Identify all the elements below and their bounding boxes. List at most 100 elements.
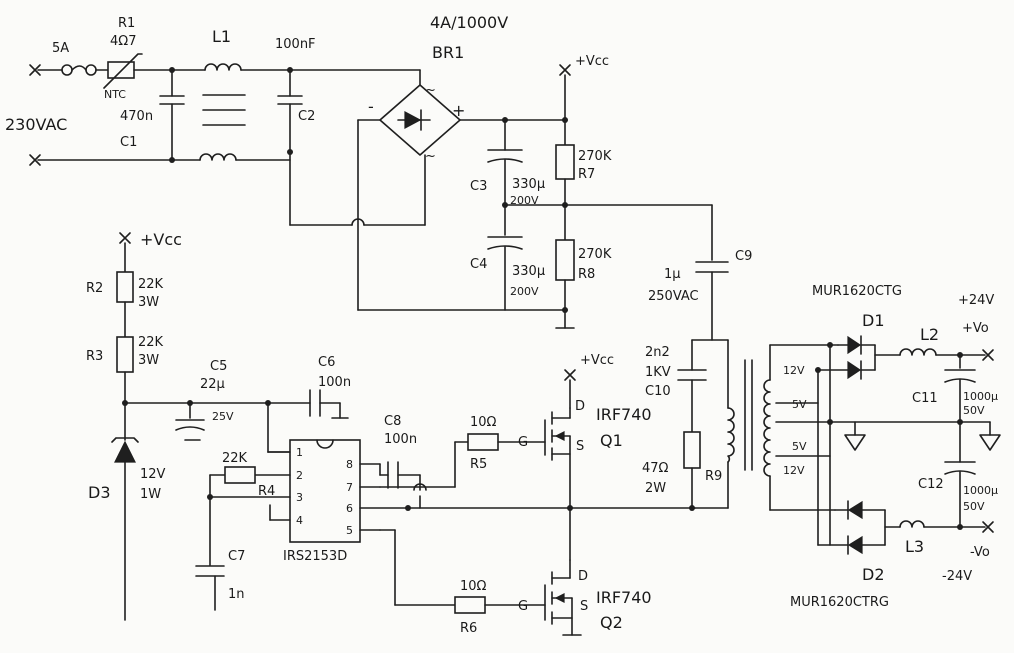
c6-value: 100n <box>318 375 351 390</box>
capacitor-c2 <box>277 95 303 105</box>
c3-voltage: 200V <box>510 194 539 207</box>
c10-voltage: 1KV <box>645 365 671 380</box>
br-ac-bottom-label: ~ <box>425 149 436 164</box>
c11-label: C11 <box>912 391 938 406</box>
br1-rating-label: 4A/1000V <box>430 13 508 32</box>
capacitor-c4 <box>487 236 523 250</box>
r4-value: 22K <box>222 451 248 466</box>
r3-power: 3W <box>138 353 159 368</box>
resistor-r5 <box>467 433 499 451</box>
capacitor-c6 <box>309 389 321 417</box>
vo-neg-label: -Vo <box>970 545 990 560</box>
r6-value: 10Ω <box>460 579 487 594</box>
aux-supply-section <box>111 232 349 621</box>
resistor-r7 <box>555 144 575 180</box>
terminal-n <box>29 154 41 166</box>
br1-label: BR1 <box>432 43 464 62</box>
tx-12v-top: 12V <box>783 364 805 377</box>
c11-voltage: 50V <box>963 404 985 417</box>
vcc-q1-label: +Vcc <box>580 353 614 368</box>
inductor-l2 <box>899 348 937 356</box>
l1-core <box>202 94 246 126</box>
q1-drain-label: D <box>575 399 585 414</box>
ic-pin-7: 7 <box>346 481 353 494</box>
r3-label: R3 <box>86 349 103 364</box>
r3-value: 22K <box>138 335 164 350</box>
q2-part: IRF740 <box>596 588 652 607</box>
l1-label: L1 <box>212 27 231 46</box>
r4-label: R4 <box>258 484 275 499</box>
capacitor-c1 <box>159 95 185 105</box>
ic-pin-4: 4 <box>296 514 303 527</box>
l1-coil-bottom <box>199 153 237 161</box>
br-ac-top-label: ~ <box>425 83 436 98</box>
capacitor-c5 <box>175 419 205 431</box>
c7-label: C7 <box>228 549 245 564</box>
transformer <box>727 342 961 546</box>
l2-label: L2 <box>920 325 939 344</box>
c5-label: C5 <box>210 359 227 374</box>
c12-label: C12 <box>918 477 944 492</box>
vcc-terminal-left <box>119 232 131 244</box>
r2-power: 3W <box>138 295 159 310</box>
r7-label: R7 <box>578 167 595 182</box>
c9-value: 1µ <box>664 267 681 282</box>
d3-label: D3 <box>88 483 111 502</box>
terminal-l <box>29 64 41 76</box>
capacitor-c11 <box>944 369 976 383</box>
ntc-arrow <box>103 53 143 89</box>
c2-label: C2 <box>298 109 315 124</box>
resistor-r6 <box>454 596 486 614</box>
resistor-r2 <box>116 271 134 303</box>
c12-value: 1000µ <box>963 484 998 497</box>
c4-label: C4 <box>470 257 487 272</box>
c1-label: C1 <box>120 135 137 150</box>
vcc-terminal-top <box>559 64 571 76</box>
q2-label: Q2 <box>600 613 623 632</box>
capacitor-c8 <box>387 461 399 489</box>
d2-part: MUR1620CTRG <box>790 595 889 610</box>
ic-pin-2: 2 <box>296 469 303 482</box>
c12-voltage: 50V <box>963 500 985 513</box>
resistor-r9 <box>683 431 701 469</box>
q2-gate-label: G <box>518 599 528 614</box>
d3-power: 1W <box>140 487 161 502</box>
fuse-rating-label: 5A <box>52 41 69 56</box>
resistor-r3 <box>116 336 134 373</box>
snubber-section <box>677 339 729 511</box>
r9-power: 2W <box>645 481 666 496</box>
capacitor-c3 <box>487 149 523 163</box>
vcc-top-label: +Vcc <box>575 54 609 69</box>
d3-value: 12V <box>140 467 166 482</box>
terminal-vo-pos <box>982 349 994 361</box>
r9-label: R9 <box>705 469 722 484</box>
c5-value: 22µ <box>200 377 225 392</box>
br-plus-label: + <box>452 101 465 120</box>
q1-part: IRF740 <box>596 405 652 424</box>
ntc-label: NTC <box>104 88 126 101</box>
c4-value: 330µ <box>512 264 545 279</box>
c1-value: 470n <box>120 109 153 124</box>
tx-primary <box>727 407 735 463</box>
capacitor-c12 <box>944 461 976 475</box>
c3-label: C3 <box>470 179 487 194</box>
bridge-diode-symbol <box>397 109 431 131</box>
ground-output <box>979 434 1001 451</box>
capacitor-c10 <box>677 369 707 381</box>
r2-label: R2 <box>86 281 103 296</box>
ic-pin-5: 5 <box>346 524 353 537</box>
ic-pin-6: 6 <box>346 502 353 515</box>
q1-source-label: S <box>576 439 584 454</box>
c11-value: 1000µ <box>963 390 998 403</box>
capacitor-c9 <box>695 261 729 273</box>
mosfet-q2 <box>544 559 582 636</box>
c9-label: C9 <box>735 249 752 264</box>
q2-drain-label: D <box>578 569 588 584</box>
r8-label: R8 <box>578 267 595 282</box>
d2-label: D2 <box>862 565 885 584</box>
bridge-rectifier-br1 <box>357 84 566 311</box>
fuse <box>61 64 97 76</box>
out-neg-label: -24V <box>942 569 972 584</box>
diode-d1 <box>817 335 901 380</box>
